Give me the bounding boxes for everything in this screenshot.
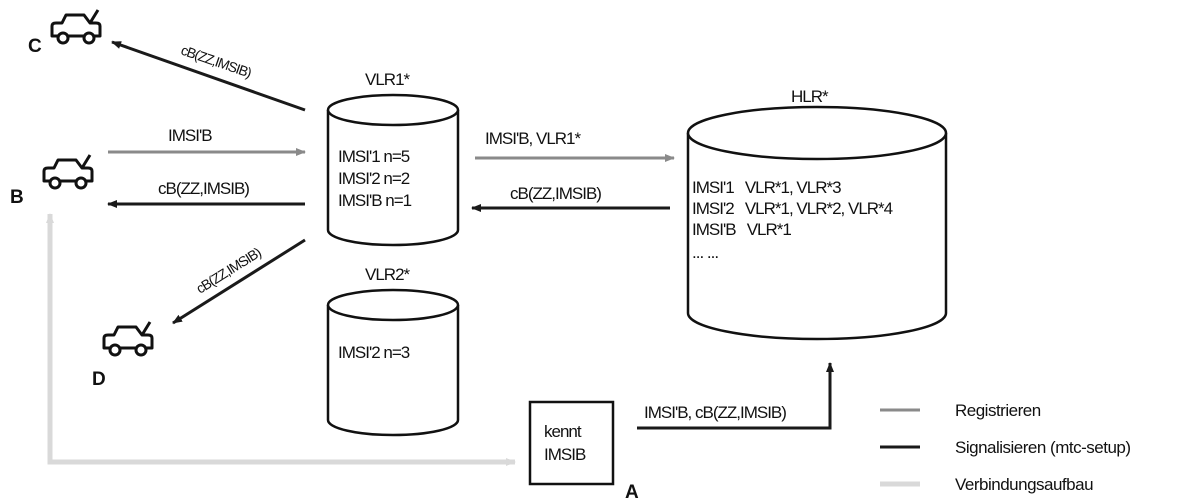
car-c [50, 8, 102, 45]
station-label-b: B [10, 187, 24, 208]
hlr-row: IMSI'B VLR*1 [692, 220, 791, 239]
node-a-line: kennt [544, 422, 582, 441]
vlr1-title: VLR1* [365, 70, 411, 89]
arrow-label-b-to-vlr1: IMSI'B [168, 126, 212, 145]
vlr1-row: IMSI'2 n=2 [338, 169, 410, 188]
station-label-c: C [28, 36, 42, 57]
arrow-label-vlr1-to-hlr: IMSI'B, VLR1* [485, 129, 582, 148]
arrow-label-a-to-hlr: IMSI'B, cB(ZZ,IMSIB) [644, 403, 786, 422]
legend-label: Signalisieren (mtc-setup) [955, 438, 1131, 457]
car-icon [42, 153, 94, 190]
vlr1-cylinder [326, 93, 460, 247]
arrow-label-to-c: cB(ZZ,IMSIB) [179, 42, 253, 81]
legend-label: Verbindungsaufbau [955, 475, 1093, 494]
vlr2-title: VLR2* [365, 265, 411, 284]
car-d [102, 320, 154, 357]
arrow-label-vlr1-to-b: cB(ZZ,IMSIB) [158, 179, 249, 198]
arrow-a-to-hlr [637, 362, 834, 430]
arrow-vlr1-to-c [111, 40, 306, 112]
car-icon [102, 320, 154, 357]
hlr-row: ... ... [692, 243, 718, 262]
car-b [42, 153, 94, 190]
legend-label: Registrieren [955, 401, 1041, 420]
station-label-d: D [92, 369, 106, 390]
hlr-cylinder [686, 105, 948, 341]
vlr2-cylinder [326, 288, 460, 437]
node-a-line: IMSIB [544, 445, 586, 464]
car-icon [50, 8, 102, 45]
arrow-vlr1-to-d [172, 238, 306, 325]
vlr1-row: IMSI'B n=1 [338, 191, 412, 210]
connection-line [47, 225, 516, 466]
hlr-row: IMSI'2 VLR*1, VLR*2, VLR*4 [692, 199, 893, 218]
legend: Registrieren Signalisieren (mtc-setup) V… [880, 401, 1131, 494]
node-a-box [528, 400, 615, 486]
vlr2-row: IMSI'2 n=3 [338, 343, 410, 362]
hlr-row: IMSI'1 VLR*1, VLR*3 [692, 178, 841, 197]
vlr1-row: IMSI'1 n=5 [338, 147, 410, 166]
hlr-title: HLR* [791, 87, 829, 106]
station-label-a: A [625, 482, 639, 501]
arrow-label-hlr-to-vlr1: cB(ZZ,IMSIB) [510, 184, 601, 203]
